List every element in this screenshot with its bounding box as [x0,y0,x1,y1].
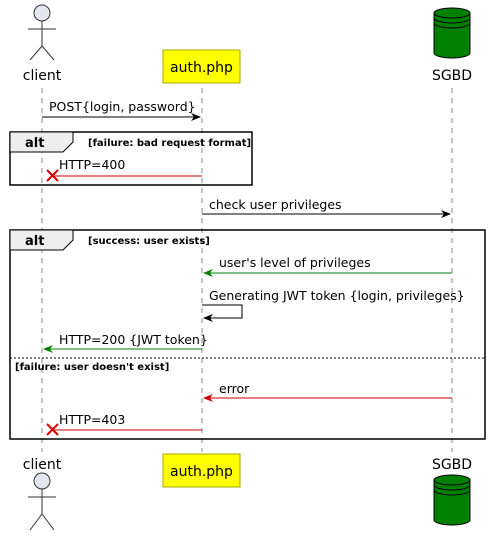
message-http-200: HTTP=200 {JWT token} [43,332,208,353]
message-privilege-level: user's level of privileges [203,255,452,277]
alt-fragment-bad-request: alt [failure: bad request format] [9,131,253,186]
svg-text:check user privileges: check user privileges [209,197,342,212]
alt2-keyword: alt [25,234,44,249]
client-actor-top: client [23,4,62,84]
svg-text:HTTP=400: HTTP=400 [59,157,125,172]
alt1-keyword: alt [25,136,44,151]
auth-participant-bottom: auth.php [162,453,241,488]
svg-text:user's level of privileges: user's level of privileges [219,255,371,270]
auth-label-top: auth.php [170,60,233,76]
sgbd-database-bottom: SGBD [432,457,472,526]
auth-label-bottom: auth.php [170,464,233,480]
message-http-400: HTTP=400 [46,157,202,182]
message-check-privileges: check user privileges [202,197,451,218]
svg-text:POST{login, password}: POST{login, password} [49,99,196,114]
svg-text:Generating JWT token {login, p: Generating JWT token {login, privileges} [209,288,465,303]
cross-icon [46,423,59,436]
svg-text:error: error [219,381,250,396]
sgbd-label-bottom: SGBD [432,457,472,473]
alt-fragment-user-check: alt [success: user exists] [failure: use… [9,229,486,440]
sgbd-label-top: SGBD [432,68,472,84]
svg-text:HTTP=403: HTTP=403 [59,412,125,427]
message-generate-jwt: Generating JWT token {login, privileges} [202,288,465,322]
message-post-login: POST{login, password} [42,99,201,121]
message-http-403: HTTP=403 [46,412,202,436]
alt2-else-guard: [failure: user doesn't exist] [15,362,169,373]
client-label-top: client [23,68,62,84]
cross-icon [46,169,59,182]
alt1-guard: [failure: bad request format] [88,138,251,149]
sgbd-database-top: SGBD [432,7,472,84]
svg-text:HTTP=200 {JWT token}: HTTP=200 {JWT token} [59,332,208,347]
client-label-bottom: client [23,457,62,473]
alt2-guard: [success: user exists] [88,236,210,247]
message-error: error [203,381,452,402]
auth-participant-top: auth.php [162,49,241,84]
client-actor-bottom: client [23,457,62,531]
